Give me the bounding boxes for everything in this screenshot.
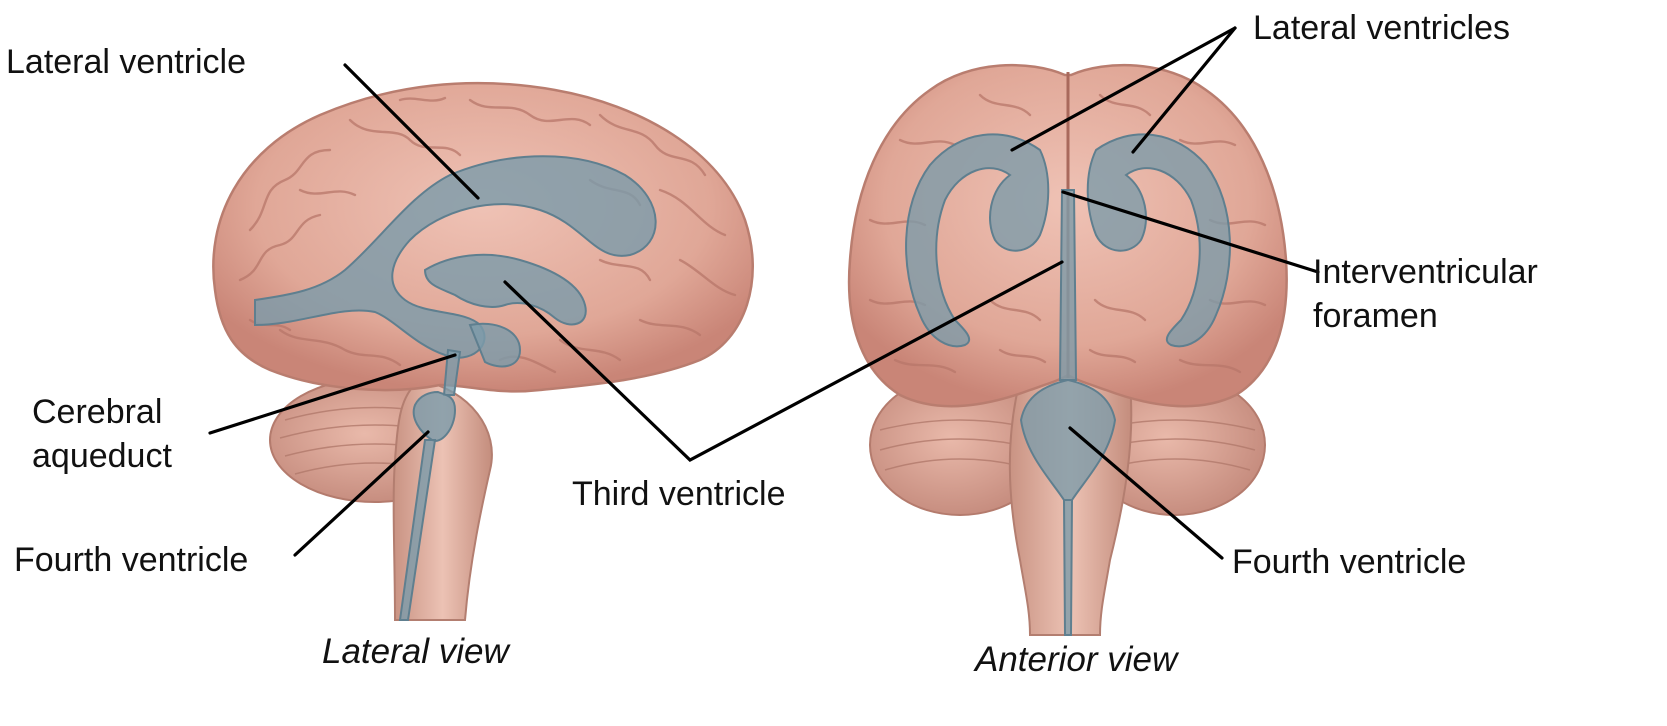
label-cerebral-aqueduct-line2: aqueduct: [32, 437, 172, 475]
label-cerebral-aqueduct-line1: Cerebral: [32, 393, 163, 431]
lateral-ventricle-system: [254, 155, 657, 621]
caption-anterior-view: Anterior view: [975, 640, 1178, 679]
leader-fourth-ventricle-lateral: [293, 430, 430, 557]
leader-lines: [208, 26, 1320, 560]
central-canal-shape: [398, 439, 437, 621]
anterior-central-canal-shape: [1062, 499, 1074, 636]
anterior-gyri: [868, 93, 1267, 374]
label-interventricular-foramen-line1: Interventricular: [1313, 253, 1538, 291]
leader-fourth-ventricle-anterior: [1068, 426, 1224, 560]
lateral-brain: [212, 81, 754, 621]
lateral-ventricle-shape: [254, 155, 657, 359]
right-lateral-ventricle-shape: [1086, 133, 1231, 348]
leader-third-ventricle: [503, 260, 1064, 462]
lateral-cerebrum: [212, 81, 754, 393]
label-fourth-ventricle-anterior: Fourth ventricle: [1232, 543, 1467, 581]
left-lateral-ventricle-shape: [905, 133, 1050, 348]
label-interventricular-foramen-line2: foramen: [1313, 297, 1438, 335]
aqueduct-shape: [442, 348, 462, 396]
label-cerebral-aqueduct: Cerebral aqueduct: [32, 390, 172, 478]
anterior-ventricle-system: [905, 133, 1231, 636]
leader-cerebral-aqueduct: [208, 353, 457, 435]
leader-lateral-ventricles-right: [1131, 26, 1237, 154]
leader-lateral-ventricles-left: [1010, 26, 1237, 152]
label-fourth-ventricle-lateral: Fourth ventricle: [14, 541, 249, 579]
temporal-horn-shape: [468, 322, 522, 368]
label-third-ventricle: Third ventricle: [572, 475, 786, 513]
leader-lateral-ventricle: [343, 63, 480, 200]
label-interventricular-foramen: Interventricular foramen: [1313, 250, 1538, 338]
caption-lateral-view: Lateral view: [322, 632, 509, 671]
leader-interventricular-foramen: [1061, 190, 1320, 274]
lateral-third-ventricle-shape: [423, 253, 587, 326]
label-lateral-ventricle: Lateral ventricle: [6, 43, 247, 81]
anterior-third-ventricle-shape: [1058, 189, 1078, 381]
label-lateral-ventricles: Lateral ventricles: [1253, 9, 1511, 47]
anterior-brain: [847, 63, 1288, 636]
